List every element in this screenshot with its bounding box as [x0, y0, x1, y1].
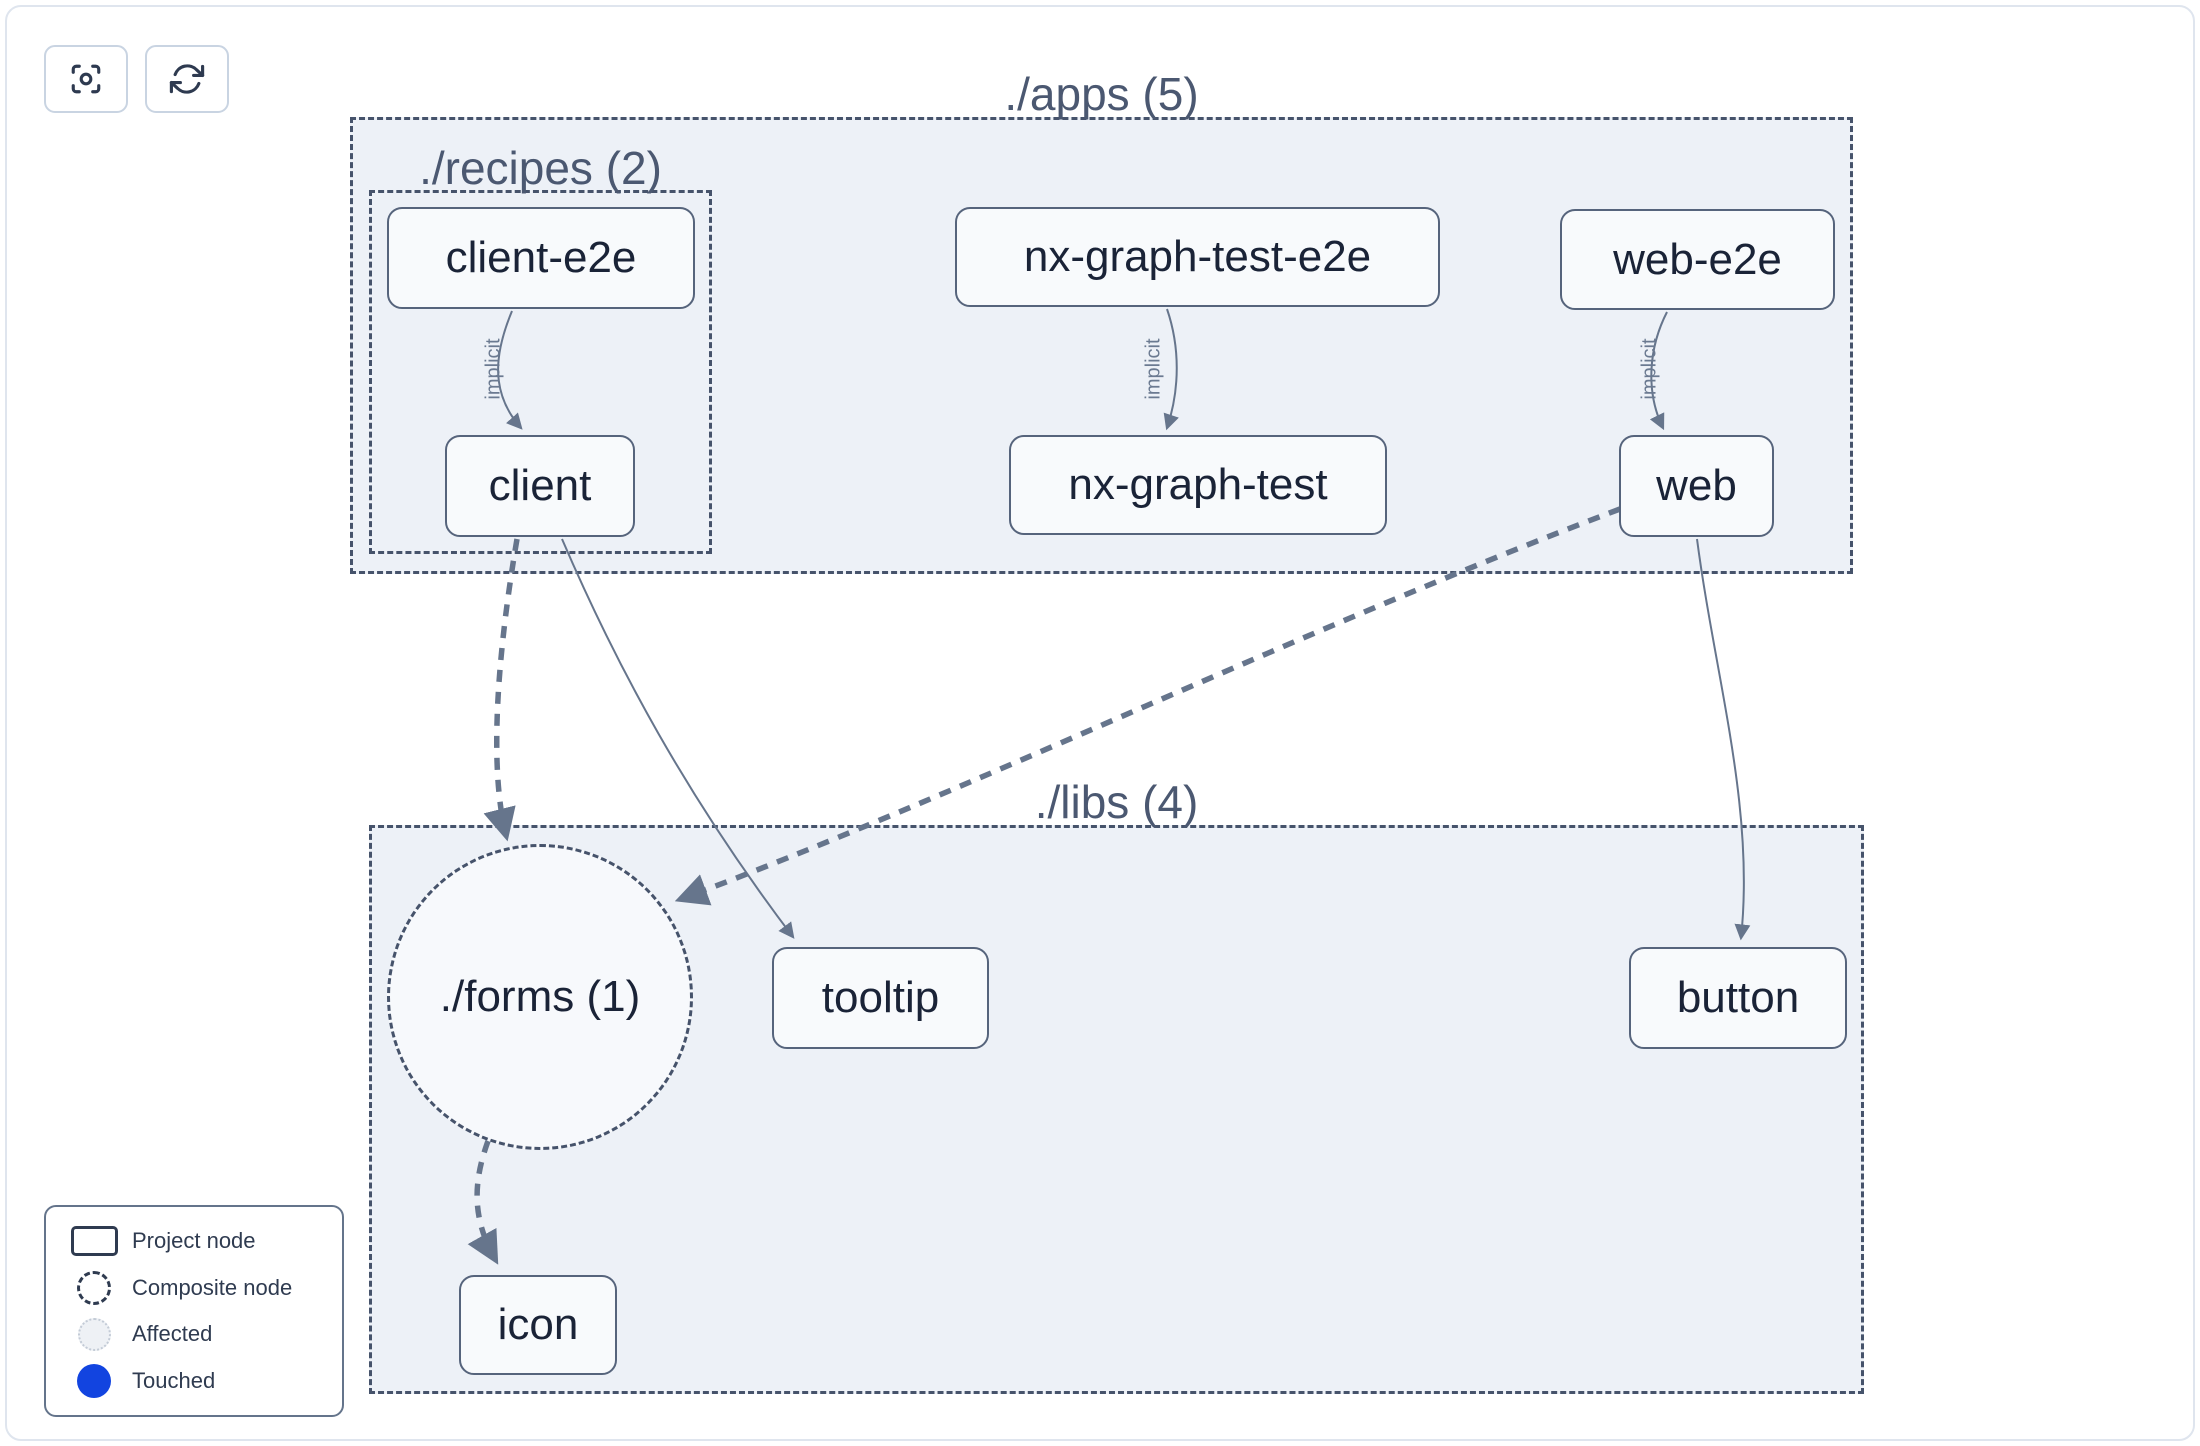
touched-swatch-icon — [77, 1363, 111, 1398]
graph-canvas[interactable]: ./apps (5) ./recipes (2) ./libs (4) impl… — [5, 5, 2195, 1441]
toolbar — [44, 45, 229, 113]
legend-item-composite-node: Composite node — [56, 1266, 332, 1310]
edge-web-to-button[interactable] — [1696, 538, 1751, 941]
legend-label: Touched — [132, 1367, 216, 1393]
node-web-e2e[interactable]: web-e2e — [1560, 209, 1835, 310]
edge-web-to-forms[interactable] — [674, 506, 1621, 906]
node-client[interactable]: client — [445, 435, 635, 537]
legend-item-affected: Affected — [56, 1312, 332, 1356]
focus-button[interactable] — [44, 45, 128, 113]
composite-node-swatch-icon — [77, 1270, 111, 1305]
legend: Project node Composite node Affected Tou… — [44, 1205, 344, 1417]
legend-item-touched: Touched — [56, 1359, 332, 1403]
refresh-icon — [169, 64, 205, 94]
edge-forms-to-icon[interactable] — [467, 1140, 499, 1265]
refresh-button[interactable] — [145, 45, 229, 113]
edge-web-e2e-to-web[interactable] — [1649, 311, 1668, 431]
project-node-swatch-icon — [70, 1226, 118, 1256]
node-forms-composite[interactable]: ./forms (1) — [387, 844, 693, 1150]
legend-label: Affected — [132, 1321, 213, 1347]
group-recipes[interactable] — [369, 190, 712, 554]
legend-label: Project node — [132, 1228, 256, 1253]
node-icon[interactable]: icon — [459, 1275, 617, 1375]
edge-nx-graph-test-e2e-to-nx-graph-test[interactable] — [1163, 308, 1179, 431]
edge-client-e2e-to-client[interactable] — [497, 310, 523, 430]
node-client-e2e[interactable]: client-e2e — [387, 207, 695, 309]
node-tooltip[interactable]: tooltip — [772, 947, 989, 1049]
graph-edges-layer — [467, 308, 1751, 1265]
legend-item-project-node: Project node — [56, 1219, 332, 1263]
edge-client-to-tooltip[interactable] — [561, 538, 795, 939]
legend-label: Composite node — [132, 1274, 293, 1300]
node-web[interactable]: web — [1619, 435, 1774, 537]
node-nx-graph-test-e2e[interactable]: nx-graph-test-e2e — [955, 207, 1440, 307]
node-button[interactable]: button — [1629, 947, 1847, 1049]
affected-swatch-icon — [77, 1317, 111, 1351]
node-nx-graph-test[interactable]: nx-graph-test — [1009, 435, 1387, 535]
focus-icon — [71, 64, 101, 94]
edge-client-to-forms[interactable] — [483, 538, 520, 842]
